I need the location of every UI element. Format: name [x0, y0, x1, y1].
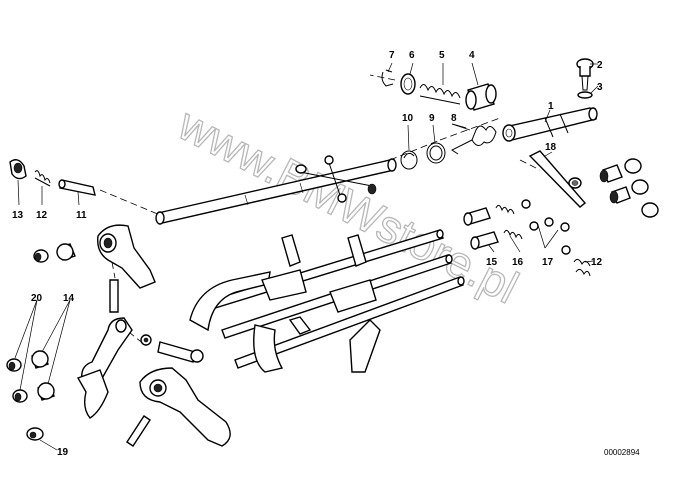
- lower-shift-levers: [76, 317, 231, 447]
- part-number-label: 11: [76, 210, 87, 221]
- part-number-label: 19: [57, 447, 69, 458]
- part-number-label: 16: [512, 257, 524, 268]
- part-number-label: 10: [402, 113, 414, 124]
- part-number-label: 17: [542, 257, 554, 268]
- pin-and-caps: [528, 150, 659, 218]
- part-number-label: 8: [451, 113, 457, 124]
- drawing-reference-code: 00002894: [604, 448, 640, 457]
- part-number-label: 20: [31, 293, 43, 304]
- part-number-label: 4: [469, 50, 475, 61]
- part-number-label: 14: [63, 293, 75, 304]
- bushings-left: [6, 243, 76, 441]
- shift-rod-assembly: [502, 107, 598, 142]
- part-number-label: 9: [429, 113, 435, 124]
- torsion-spring-and-rings: [400, 123, 497, 170]
- part-number-label: 7: [389, 50, 395, 61]
- leader-lines: [14, 62, 599, 451]
- part-number-label: 2: [597, 60, 603, 71]
- part-number-label: 5: [439, 50, 445, 61]
- selector-rod: [155, 155, 397, 225]
- detent-pins-springs-balls: [463, 199, 591, 277]
- part-number-label: 1: [548, 101, 554, 112]
- shift-finger-lever: [97, 224, 156, 313]
- part-number-labels: 1 2 3 4 5 6 7 8 9 10 11 12 12 13 14 15 1…: [12, 50, 603, 458]
- sleeve-spring-ring-clip: [381, 69, 497, 111]
- screw-and-washer: [576, 58, 594, 99]
- part-number-label: 6: [409, 50, 415, 61]
- shift-rails-and-forks: [189, 229, 465, 373]
- part-number-label: 13: [12, 210, 24, 221]
- part-number-label: 15: [486, 257, 498, 268]
- detent-plunger-parts: [9, 159, 96, 196]
- part-number-label: 12: [36, 210, 48, 221]
- part-number-label: 18: [545, 142, 557, 153]
- part-number-label: 12: [591, 257, 603, 268]
- part-number-label: 3: [597, 82, 603, 93]
